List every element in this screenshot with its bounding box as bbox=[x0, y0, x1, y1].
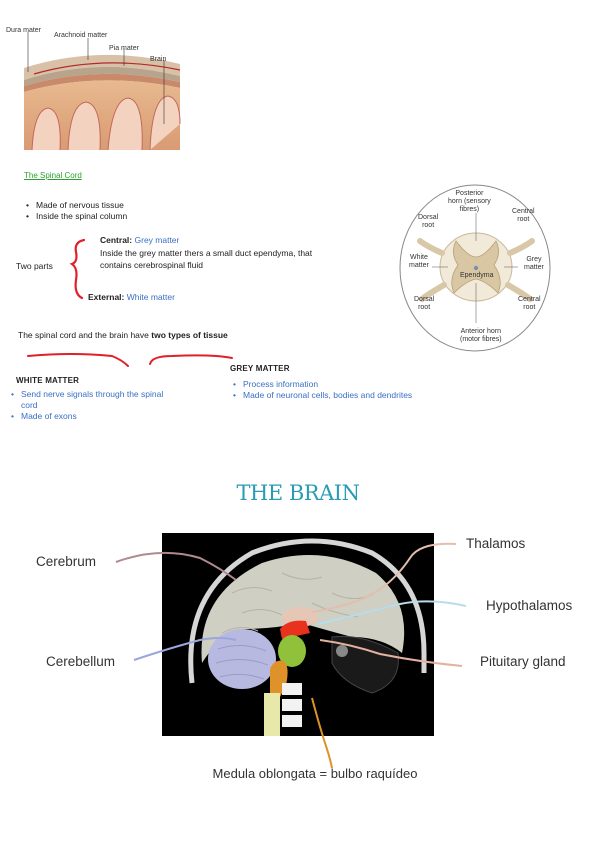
grey-matter-title: GREY MATTER bbox=[230, 364, 290, 373]
brain-sagittal-illustration bbox=[188, 538, 427, 736]
label-arachnoid-matter: Arachnoid matter bbox=[54, 32, 108, 39]
central-value: Grey matter bbox=[134, 235, 180, 245]
grey-matter-list: Process information Made of neuronal cel… bbox=[232, 379, 492, 401]
diag-label-posterior: Posterior horn (sensory fibres) bbox=[448, 190, 491, 213]
label-thalamos: Thalamos bbox=[466, 536, 526, 551]
diag-label-white-matter: White matter bbox=[409, 254, 429, 269]
label-hypothalamos: Hypothalamos bbox=[486, 598, 573, 613]
meninges-figure bbox=[4, 24, 184, 152]
label-brain: Brain bbox=[150, 56, 167, 63]
label-pia-mater: Pia mater bbox=[109, 45, 139, 52]
diag-label-ependyma: Ependyma bbox=[460, 272, 494, 279]
external-key: External: bbox=[88, 292, 125, 302]
diag-label-central-root-top: Central root bbox=[512, 208, 535, 223]
diag-label-central-root-bottom: Central root bbox=[518, 296, 541, 311]
label-medula-oblongata: Medula oblongata = bulbo raquídeo bbox=[212, 766, 418, 781]
label-dura-mater: Dura mater bbox=[6, 27, 42, 34]
tissue-sentence: The spinal cord and the brain have two t… bbox=[18, 330, 228, 340]
diag-label-anterior: Anterior horn (motor fibres) bbox=[460, 328, 502, 343]
label-pituitary-gland: Pituitary gland bbox=[480, 654, 566, 669]
brain-label-leaders bbox=[115, 542, 467, 769]
diag-label-dorsal-root-bottom: Dorsal root bbox=[414, 296, 435, 311]
spinal-cord-diagram bbox=[398, 183, 552, 353]
fact-item: Made of nervous tissue bbox=[25, 200, 225, 211]
meninges-illustration bbox=[24, 32, 181, 151]
spinal-cross-section bbox=[399, 184, 551, 352]
white-matter-item: Made of exons bbox=[10, 411, 180, 422]
label-cerebellum: Cerebellum bbox=[46, 654, 116, 669]
label-cerebrum: Cerebrum bbox=[36, 554, 97, 569]
grey-matter-item: Process information bbox=[232, 379, 492, 390]
tissue-sentence-emphasis: two types of tissue bbox=[151, 330, 228, 340]
diag-label-dorsal-root-top: Dorsal root bbox=[418, 214, 439, 229]
two-parts-label: Two parts bbox=[16, 261, 53, 271]
external-value: White matter bbox=[126, 292, 175, 302]
red-brace-annotation bbox=[69, 238, 86, 300]
external-part: External: White matter bbox=[88, 292, 175, 302]
brain-section-title: THE BRAIN bbox=[236, 481, 360, 505]
diag-label-grey-matter: Grey matter bbox=[524, 256, 544, 271]
white-matter-title: WHITE MATTER bbox=[16, 376, 80, 385]
white-matter-list: Send nerve signals through the spinal co… bbox=[10, 389, 180, 422]
central-key: Central: bbox=[100, 235, 133, 245]
central-part: Central: Grey matter bbox=[100, 235, 179, 245]
grey-matter-item: Made of neuronal cells, bodies and dendr… bbox=[232, 390, 492, 401]
fact-item: Inside the spinal column bbox=[25, 211, 225, 222]
spinal-cord-link[interactable]: The Spinal Cord bbox=[24, 171, 82, 180]
brain-figure bbox=[162, 533, 434, 736]
white-matter-item: Send nerve signals through the spinal co… bbox=[10, 389, 180, 411]
central-description-1: Inside the grey matter thers a small duc… bbox=[100, 248, 313, 258]
central-description-2: contains cerebrospinal fluid bbox=[100, 260, 204, 270]
spinal-cord-facts: Made of nervous tissue Inside the spinal… bbox=[25, 200, 225, 222]
red-underline-annotation bbox=[27, 353, 233, 367]
